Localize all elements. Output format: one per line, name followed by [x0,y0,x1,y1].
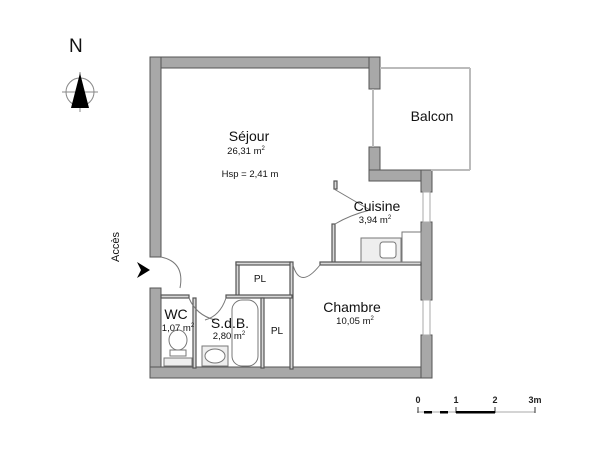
room-pl-2: PL [270,326,284,337]
doors [160,188,371,321]
scale-tick-0: 0 [415,395,421,405]
scale-bar [417,407,536,414]
room-sdb-name: S.d.B. [210,315,250,331]
partitions [160,180,422,370]
room-chambre-name: Chambre [323,299,381,315]
scale-tick-3: 3m [528,395,542,405]
scale-tick-2: 2 [492,395,498,405]
room-cuisine-name: Cuisine [353,198,401,214]
room-sejour-height: Hsp = 2,41 m [221,169,279,180]
room-cuisine-area: 3,94 m2 [358,215,392,227]
entrance-label: Accès [110,232,122,262]
fixtures [163,231,422,367]
room-wc-area: 1,07 m2 [161,323,195,335]
compass-north-label: N [69,36,83,57]
room-sdb-area: 2,80 m2 [212,331,246,343]
balcony-outline [372,67,471,171]
walls [149,56,433,379]
scale-tick-1: 1 [453,395,459,405]
room-pl-1: PL [253,274,267,285]
room-wc-name: WC [164,306,188,322]
compass-icon [62,72,98,112]
room-chambre-area: 10,05 m2 [336,316,374,328]
room-sejour-area: 26,31 m2 [227,146,265,158]
room-sejour-name: Séjour [228,128,270,144]
entrance-arrow-icon [137,262,150,278]
windows [422,191,431,336]
room-balcon-name: Balcon [410,108,454,124]
